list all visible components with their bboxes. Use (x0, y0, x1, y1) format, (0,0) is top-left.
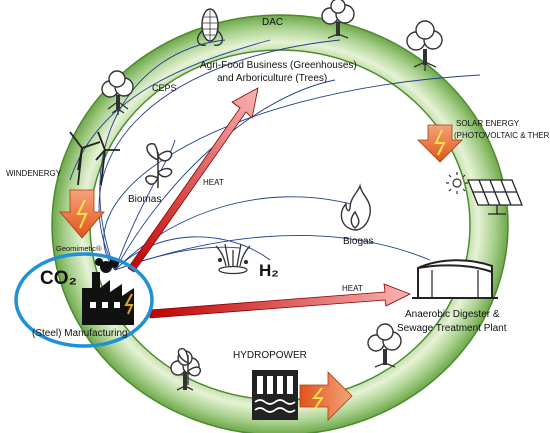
plant-sprout-icon (145, 143, 173, 188)
tree-icon (101, 70, 134, 115)
co2-label: CO₂ (40, 268, 77, 289)
agri-food-label-line1: Agri-Food Business (Greenhouses) (200, 60, 357, 71)
lightning-bolt-icon (124, 293, 134, 315)
h2-label: H₂ (259, 261, 279, 280)
manufacturing-highlight (14, 252, 154, 348)
dac-label: DAC (262, 17, 283, 28)
sun-icon (446, 172, 468, 194)
wind-energy-arrow (59, 189, 105, 239)
heat-label-lower: HEAT (342, 284, 363, 293)
biomas-label: Biomas (128, 194, 161, 205)
hydropower-label: HYDROPOWER (233, 350, 307, 361)
greenhouse-digester-icon (412, 259, 498, 299)
wind-turbine-icon (69, 131, 120, 186)
solar-energy-label-line2: (PHOTOVOLTAIC & THERMAL) (454, 131, 550, 140)
factory-icon (82, 258, 134, 325)
flame-icon (340, 183, 371, 231)
tree-icon (406, 20, 443, 71)
tree-icon (367, 323, 402, 368)
heat-arrow-lower (149, 283, 411, 319)
tree-icon (321, 0, 355, 39)
heat-label-upper: HEAT (203, 178, 224, 187)
corn-icon (196, 8, 224, 46)
solar-energy-label-line1: SOLAR ENERGY (456, 119, 520, 128)
ceps-label: CEPS (152, 83, 177, 93)
geomimetic-label: Geomimetic® (56, 244, 102, 253)
solar-panel-icon (467, 179, 523, 215)
hydropower-arrow (299, 371, 353, 421)
digester-label-line1: Anaerobic Digester & (405, 309, 500, 320)
manufacturing-label: (Steel) Manufacturing (32, 328, 128, 339)
digester-label-line2: Sewage Treatment Plant (397, 323, 507, 334)
biogas-label: Biogas (343, 236, 374, 247)
water-splash-icon (215, 243, 251, 275)
plant-sprout-icon (177, 348, 202, 385)
agri-food-label-line2: and Arboriculture (Trees) (217, 73, 327, 84)
heat-arrow-upper (127, 87, 259, 273)
solar-energy-arrow (417, 124, 463, 163)
hydropower-dam-icon (252, 370, 298, 420)
windenergy-label: WINDENERGY (6, 169, 62, 178)
carbon-flow-curves (69, 39, 481, 271)
